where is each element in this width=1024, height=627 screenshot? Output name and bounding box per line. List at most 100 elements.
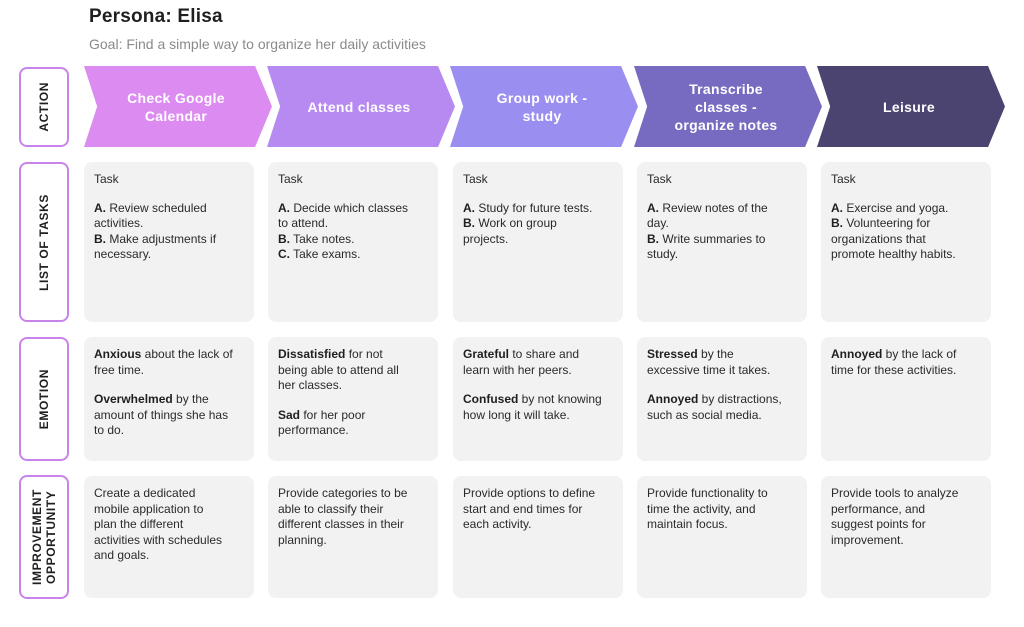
improvement-line: Provide functionality to [647, 486, 768, 500]
task-card-heading: Task [94, 172, 119, 186]
emotion-line: Grateful to share and [463, 347, 580, 361]
emotion-keyword: Dissatisfied [278, 347, 346, 361]
improvement-line: planning. [278, 532, 327, 547]
emotion-line: amount of things she has [94, 407, 229, 422]
task-item-letter: B. [647, 231, 659, 246]
improvement-line: plan the different [94, 517, 184, 531]
emotion-line: Confused by not knowing [463, 392, 602, 406]
action-step-3[interactable]: Group work - study [450, 66, 638, 147]
task-item-letter: B. [831, 216, 843, 230]
emotion-line: excessive time it takes. [647, 362, 771, 377]
row-label-tasks-text: LIST OF TASKS [37, 193, 51, 291]
emotion-line: to do. [94, 423, 125, 437]
action-step-4[interactable]: Transcribe classes - organize notes [634, 66, 822, 147]
improvement-line: different classes in their [278, 517, 404, 531]
task-item: B. Make adjustments if [94, 231, 217, 246]
task-item-letter: A. [647, 200, 659, 215]
row-label-emotion: EMOTION [19, 337, 69, 461]
task-item: B. Take notes. [278, 231, 355, 246]
row-label-action: ACTION [19, 67, 69, 147]
improvement-line: Provide tools to analyze [831, 486, 959, 500]
task-item-letter: B. [463, 216, 475, 230]
emotion-line: Sad for her poor [278, 407, 366, 422]
emotion-keyword: Annoyed [831, 347, 883, 361]
task-item-continued: projects. [463, 231, 509, 246]
row-label-emotion-text: EMOTION [37, 368, 51, 430]
improvement-line: Provide categories to be [278, 486, 408, 500]
emotion-entry: Annoyed by distractions,such as social m… [647, 392, 797, 423]
task-item: A. Review scheduled [94, 200, 207, 215]
emotion-line: Anxious about the lack of [94, 347, 233, 361]
emotion-keyword: Stressed [647, 347, 698, 361]
task-item-letter: A. [278, 200, 290, 215]
task-card-heading: Task [278, 172, 303, 186]
row-label-action-text: ACTION [37, 82, 51, 132]
improvement-line: Create a dedicated [94, 486, 196, 500]
task-item-letter: A. [94, 200, 106, 215]
improvement-line: activities with schedules [94, 532, 223, 547]
emotion-line: Annoyed by distractions, [647, 392, 782, 406]
emotion-line: her classes. [278, 378, 343, 392]
row-label-tasks: LIST OF TASKS [19, 162, 69, 322]
task-item: C. Take exams. [278, 247, 361, 261]
improvement-line: performance, and [831, 501, 926, 516]
emotion-line: being able to attend all [278, 362, 399, 377]
emotion-line: Overwhelmed by the [94, 392, 209, 406]
row-label-improvement: IMPROVEMENT OPPORTUNITY [19, 475, 69, 599]
improvement-line: Provide options to define [463, 486, 596, 500]
emotion-keyword: Grateful [463, 347, 510, 361]
task-item: A. Decide which classes [278, 200, 409, 215]
task-item-letter: B. [278, 231, 290, 246]
action-step-label: Group work - study [496, 89, 588, 124]
persona-title: Persona: Elisa [89, 6, 223, 27]
task-card-heading: Task [647, 172, 672, 186]
action-step-2[interactable]: Attend classes [267, 66, 455, 147]
task-item-continued: promote healthy habits. [831, 247, 956, 261]
task-item-letter: C. [278, 247, 290, 261]
improvement-line: improvement. [831, 532, 904, 547]
task-item: A. Exercise and yoga. [831, 200, 949, 215]
task-card-heading: Task [831, 172, 856, 186]
task-item-letter: A. [831, 200, 843, 215]
emotion-line: performance. [278, 423, 349, 437]
persona-goal: Goal: Find a simple way to organize her … [89, 36, 426, 52]
row-label-improvement-text: IMPROVEMENT OPPORTUNITY [30, 489, 58, 585]
emotion-keyword: Sad [278, 407, 301, 422]
emotion-line: learn with her peers. [463, 362, 572, 377]
emotion-keyword: Confused [463, 392, 519, 406]
improvement-line: able to classify their [278, 501, 384, 516]
emotion-line: Dissatisfied for not [278, 347, 383, 361]
action-step-5[interactable]: Leisure [817, 66, 1005, 147]
task-item: B. Work on group [463, 216, 557, 230]
emotion-line: free time. [94, 362, 145, 377]
task-item-continued: to attend. [278, 216, 329, 230]
improvement-line: each activity. [463, 517, 532, 531]
improvement-line: mobile application to [94, 501, 204, 516]
action-step-1[interactable]: Check Google Calendar [84, 66, 272, 147]
improvement-line: start and end times for [463, 501, 583, 516]
improvement-line: time the activity, and [647, 501, 756, 516]
task-item: A. Study for future tests. [463, 200, 593, 215]
task-item-continued: study. [647, 247, 679, 261]
task-item-continued: activities. [94, 216, 144, 230]
